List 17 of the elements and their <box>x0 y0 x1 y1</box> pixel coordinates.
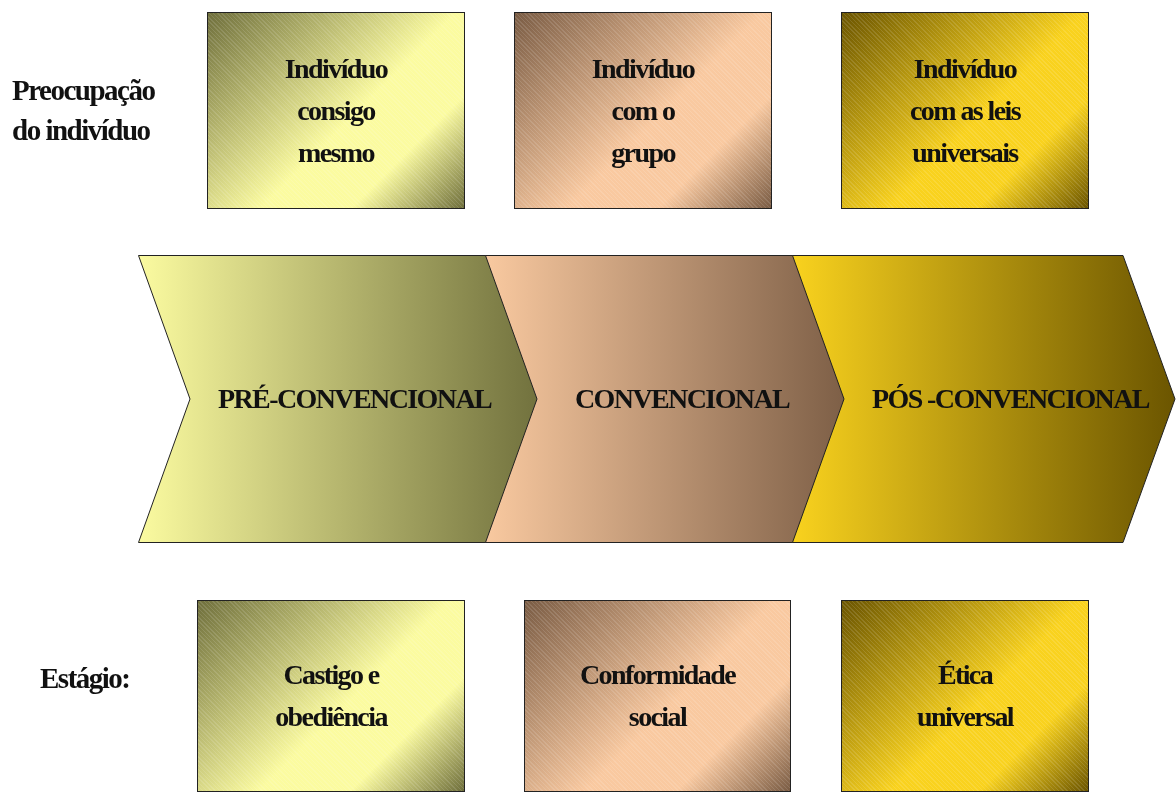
box-text: CONVENCIONAL <box>575 382 790 416</box>
box-text: PÓS -CONVENCIONAL <box>872 382 1149 416</box>
box-text: Indivíduo com o grupo <box>590 51 696 170</box>
box-text: Indivíduo consigo mesmo <box>283 51 389 170</box>
row-label: Estágio: <box>40 661 131 696</box>
gradient-box <box>207 12 465 209</box>
gradient-box <box>524 600 791 792</box>
box-text: Indivíduo com as leis universais <box>909 51 1022 170</box>
box-text: Conformidade social <box>579 658 737 734</box>
box-text: Ética universal <box>915 658 1015 734</box>
row-label: Preocupação do indivíduo <box>12 73 156 148</box>
gradient-box <box>197 600 465 792</box>
box-text: PRÉ-CONVENCIONAL <box>218 382 492 416</box>
gradient-box <box>514 12 772 209</box>
box-text: Castigo e obediência <box>274 658 389 734</box>
gradient-box <box>841 600 1089 792</box>
gradient-box <box>841 12 1089 209</box>
